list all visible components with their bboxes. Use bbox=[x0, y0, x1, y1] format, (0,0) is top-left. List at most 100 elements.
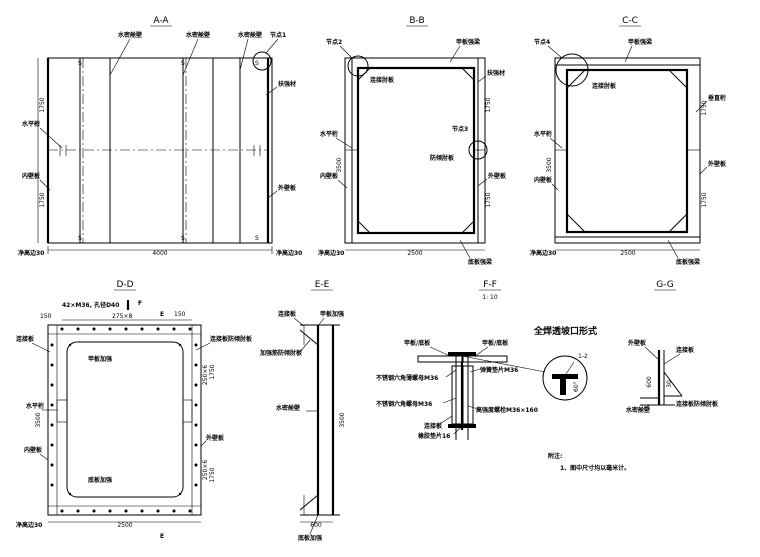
notes-heading: 附注: bbox=[548, 452, 562, 460]
bb-outer-frame bbox=[344, 57, 486, 244]
ff-deck-bottom-left-label: 甲板/底板 bbox=[404, 339, 431, 347]
view-bb-title: B-B bbox=[409, 16, 424, 26]
aa-outer-frame bbox=[47, 57, 273, 244]
dd-dim-250x6: 250×6 bbox=[202, 365, 209, 385]
bb-dim-1750: 1750 bbox=[485, 97, 492, 112]
aa-mark-s: S bbox=[255, 235, 259, 242]
view-cc: C-C 节点4 甲板强梁 连接肘板 垂直桁 水平桁 内壁板 外壁板 3500 1… bbox=[530, 16, 727, 266]
cc-horizontal-girder-label: 水平桁 bbox=[534, 130, 552, 138]
view-aa: A-A S S S S S S 水密舱壁 水密舱壁 水密舱壁 bbox=[18, 16, 302, 257]
gg-outer-wall-label: 外壁板 bbox=[627, 339, 647, 347]
view-ee-title: E-E bbox=[315, 280, 330, 290]
dd-bolt-holes bbox=[50, 327, 198, 513]
bb-dim-width: 2500 bbox=[407, 250, 422, 257]
aa-stiffener-label: 扶强材 bbox=[278, 80, 296, 88]
cc-dim-1750: 1750 bbox=[701, 192, 708, 207]
aa-node1-label: 节点1 bbox=[270, 31, 286, 39]
cc-node4-circle bbox=[555, 53, 589, 87]
ee-watertight-wall-label: 水密舱壁 bbox=[276, 404, 300, 412]
aa-mark-s: S bbox=[78, 60, 82, 67]
gg-connector-anti-sway-label: 连接板防倾肘板 bbox=[676, 400, 719, 408]
cc-clear-height: 净高边30 bbox=[530, 249, 556, 257]
ff-left-plate bbox=[417, 355, 463, 363]
bb-clear-height: 净高边30 bbox=[318, 249, 344, 257]
dd-dim-275x8: 275×8 bbox=[112, 313, 132, 320]
bb-deck-stiffener-label: 甲板强梁 bbox=[456, 38, 480, 46]
ff-connector-plate-label: 连接板 bbox=[424, 422, 443, 430]
aa-dim-1750-top: 1750 bbox=[39, 97, 46, 112]
aa-mark-s: S bbox=[78, 235, 82, 242]
view-gg: G-G 外壁板 连接板 600 30 水密舱壁 连接板防倾肘板 bbox=[626, 280, 719, 414]
dd-inner-wall-label: 内壁板 bbox=[24, 446, 43, 454]
dd-dim-250x6b: 250×6 bbox=[202, 460, 209, 480]
ff-bolt-head bbox=[448, 352, 476, 356]
bb-inner-frame bbox=[356, 66, 476, 235]
dd-outer-frame bbox=[47, 324, 202, 516]
dd-inner-opening bbox=[66, 341, 184, 498]
bb-node3-circle bbox=[468, 140, 488, 160]
ee-dim-3500: 3500 bbox=[339, 412, 346, 427]
dd-dim-3500: 3500 bbox=[35, 412, 42, 427]
ee-dim-600: 600 bbox=[310, 522, 322, 529]
ff-rubber-gasket-label: 橡胶垫片16 bbox=[418, 432, 450, 440]
bb-outer-wall-label: 外壁板 bbox=[487, 172, 507, 180]
bb-bottom-stiffener-label: 底板强梁 bbox=[468, 258, 492, 266]
bb-inner-wall-label: 内壁板 bbox=[320, 172, 339, 180]
ff-weld-title: 全焊透坡口形式 bbox=[533, 325, 597, 337]
cc-outer-wall-label: 外壁板 bbox=[707, 160, 727, 168]
gg-watertight-wall-label: 水密舱壁 bbox=[626, 406, 650, 414]
cc-inner-frame bbox=[565, 68, 689, 234]
view-bb: B-B 节点2 甲板强梁 连接肘板 扶强材 节点3 防倾肘板 水平桁 内壁板 外… bbox=[318, 16, 507, 266]
dd-connector-plate-label: 连接板 bbox=[16, 335, 35, 343]
aa-mark-s: S bbox=[255, 60, 259, 67]
cc-dim-1750: 1750 bbox=[701, 100, 708, 115]
dd-section-e: E bbox=[160, 311, 164, 318]
ff-weld-angle: 60° bbox=[573, 381, 580, 392]
dd-dim-1750: 1750 bbox=[209, 364, 216, 379]
ff-deck-bottom-right-label: 甲板/底板 bbox=[482, 339, 509, 347]
aa-watertight-wall-label: 水密舱壁 bbox=[186, 31, 210, 39]
dd-horizontal-girder-label: 水平桁 bbox=[26, 402, 44, 410]
view-ff: F-F 1: 10 甲板/底板 甲板/底板 不锈钢六角薄螺母M36 弹簧垫片M3… bbox=[376, 280, 597, 440]
bb-stiffener-label: 扶强材 bbox=[487, 69, 505, 77]
bb-dim-3500: 3500 bbox=[336, 157, 343, 172]
ff-connector-plate bbox=[451, 365, 463, 425]
view-aa-title: A-A bbox=[153, 16, 169, 26]
view-cc-title: C-C bbox=[622, 16, 638, 26]
bb-node2-label: 节点2 bbox=[326, 38, 342, 46]
dd-dim-width: 2500 bbox=[117, 522, 132, 529]
bb-anti-sway-label: 防倾肘板 bbox=[430, 154, 455, 162]
aa-dim-1750-bottom: 1750 bbox=[39, 192, 46, 207]
gg-dim-30: 30 bbox=[666, 380, 673, 388]
bb-node3-label: 节点3 bbox=[452, 125, 468, 133]
view-dd-title: D-D bbox=[116, 280, 133, 290]
dd-bottom-stiffener-label: 底板加强 bbox=[88, 476, 112, 484]
aa-node1-circle bbox=[252, 51, 272, 71]
aa-mark-s: S bbox=[181, 60, 185, 67]
notes-item-1: 1、图中尺寸均以毫米计。 bbox=[560, 464, 630, 472]
cc-deck-stiffener-label: 甲板强梁 bbox=[628, 38, 652, 46]
view-ee: E-E 连接板 甲板加强 加强筋防倾肘板 水密舱壁 3500 底板加强 600 bbox=[259, 280, 346, 542]
dd-section-f: F bbox=[138, 300, 142, 307]
ff-weld-plate bbox=[552, 374, 578, 379]
aa-watertight-wall-label: 水密舱壁 bbox=[118, 31, 142, 39]
cc-bottom-stiffener-label: 底板强梁 bbox=[676, 258, 700, 266]
view-ff-title: F-F bbox=[483, 280, 497, 290]
ff-hs-bolt-label: 高强度螺栓M36×160 bbox=[476, 406, 538, 414]
ff-weld-detail-circle bbox=[542, 355, 588, 401]
bb-horizontal-girder-label: 水平桁 bbox=[320, 130, 338, 138]
dd-dim-150b: 150 bbox=[174, 311, 186, 318]
view-gg-title: G-G bbox=[656, 280, 674, 290]
dd-deck-stiffener-label: 甲板加强 bbox=[88, 355, 112, 363]
ff-hex-nut-2-label: 不锈钢六角螺母M36 bbox=[376, 400, 432, 408]
cc-vertical-girder-label: 垂直桁 bbox=[708, 94, 726, 102]
dd-dim-1750b: 1750 bbox=[209, 467, 216, 482]
cc-dim-3500: 3500 bbox=[546, 157, 553, 172]
cc-connector-plate-label: 连接肘板 bbox=[592, 82, 617, 90]
aa-inner-wall-label: 内壁板 bbox=[22, 172, 41, 180]
aa-horizontal-girder-label: 水平桁 bbox=[22, 120, 40, 128]
dd-section-e: E bbox=[160, 533, 164, 540]
notes: 附注: 1、图中尺寸均以毫米计。 bbox=[548, 452, 630, 472]
aa-mark-s: S bbox=[181, 235, 185, 242]
